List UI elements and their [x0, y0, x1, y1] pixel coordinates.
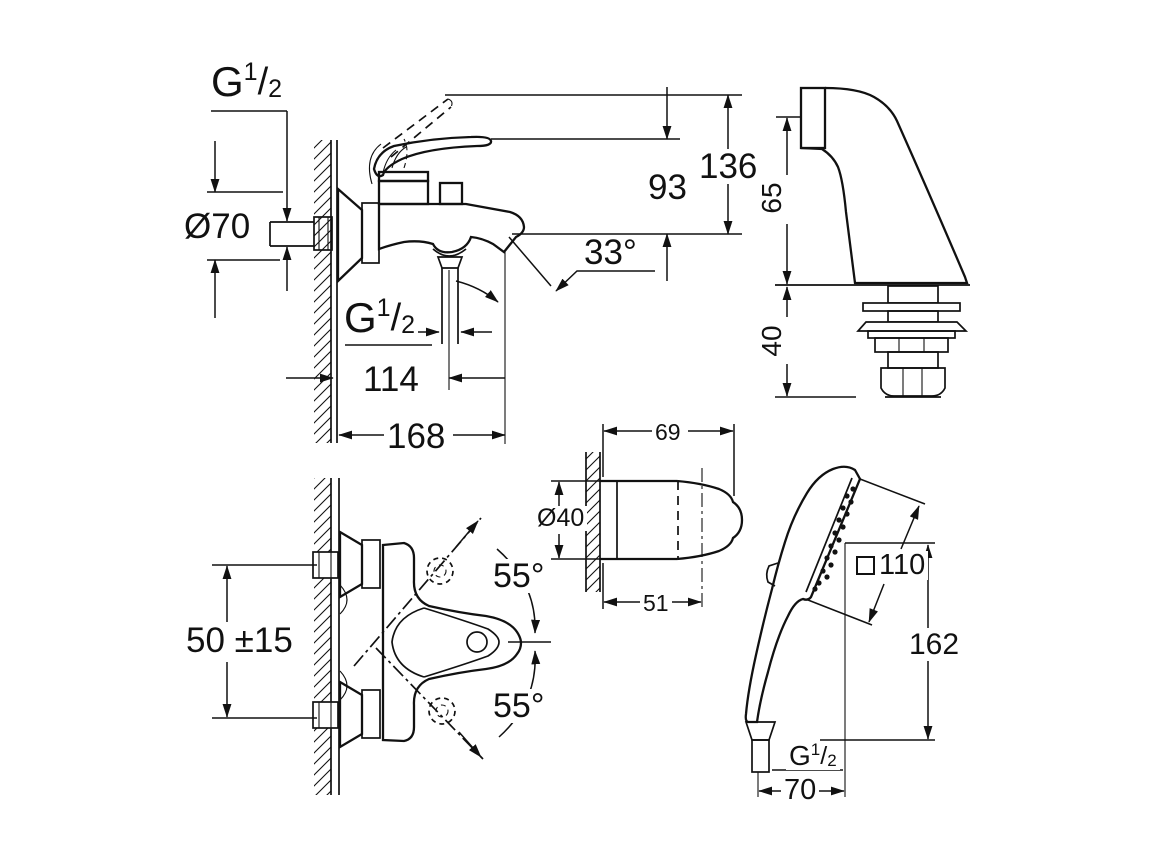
spray-button: [765, 562, 779, 587]
dim-spout-height: 93: [645, 170, 690, 205]
square-symbol: [856, 556, 875, 575]
view-mixer-side: [207, 87, 742, 444]
dim-holder-height-below: 40: [756, 318, 790, 364]
dim-bracket-to-center: 51: [640, 592, 672, 615]
inlet-connections: [312, 529, 381, 750]
dim-mounting-offset: 50 ±15: [183, 623, 296, 658]
hose-nipple: [751, 739, 770, 773]
dim-bracket-projection: 69: [652, 421, 684, 444]
view-deck-holder: [775, 86, 970, 398]
diverter-pull-arrow: [455, 280, 499, 303]
dim-shower-face-size: 110: [853, 551, 929, 580]
dim-swivel-angle-top: 55°: [490, 559, 548, 593]
spray-face: [805, 477, 853, 593]
dim-total-projection: 168: [384, 419, 449, 454]
dim-flange-diameter: Ø70: [181, 209, 254, 244]
mixer-body: [377, 170, 526, 344]
dim-shower-length: 162: [906, 630, 963, 660]
hand-shower-body: [744, 465, 862, 724]
dim-swivel-angle-bottom: 55°: [490, 689, 548, 723]
view-wall-bracket: [551, 424, 744, 610]
supply-pipe: [269, 216, 333, 251]
bracket-body: [600, 468, 744, 610]
holder-socket: [799, 86, 827, 150]
dimensions-hand-shower: [757, 478, 935, 797]
view-mixer-front: [212, 478, 551, 795]
lever-raised-dashed: [382, 98, 449, 149]
thread-label-hand-shower: G1/2: [786, 741, 840, 770]
dim-spout-angle: 33°: [581, 235, 640, 270]
holder-body: [800, 86, 969, 285]
mounting-stem: [856, 285, 969, 398]
diverter-knob: [438, 181, 464, 206]
union-nut: [361, 202, 380, 264]
dim-bracket-diameter: Ø40: [534, 506, 588, 531]
dimensions-side-view: [207, 87, 742, 444]
handle-hole: [466, 631, 488, 653]
view-hand-shower: [744, 465, 935, 797]
thread-label-shower-outlet: G1/2: [341, 296, 419, 339]
wall-hatching: [314, 478, 331, 795]
dim-holder-height-above: 65: [756, 175, 790, 221]
shower-outlet: [436, 256, 464, 269]
dimensions-wall-bracket: [551, 424, 735, 609]
thread-label-inlet: G1/2: [208, 60, 286, 103]
wall-hatching: [314, 140, 331, 443]
dim-lever-height: 136: [696, 149, 761, 184]
dimensions-front-view: [212, 564, 317, 719]
spray-nozzles: [812, 486, 856, 592]
lever-handle: [368, 98, 493, 185]
wall-hatching: [586, 452, 600, 592]
dim-outlet-distance: 114: [360, 362, 422, 397]
swivel-indicators: [353, 517, 551, 760]
handle-cap: [744, 721, 777, 741]
escutcheon: [336, 186, 364, 284]
dim-hose-offset: 70: [781, 776, 820, 805]
